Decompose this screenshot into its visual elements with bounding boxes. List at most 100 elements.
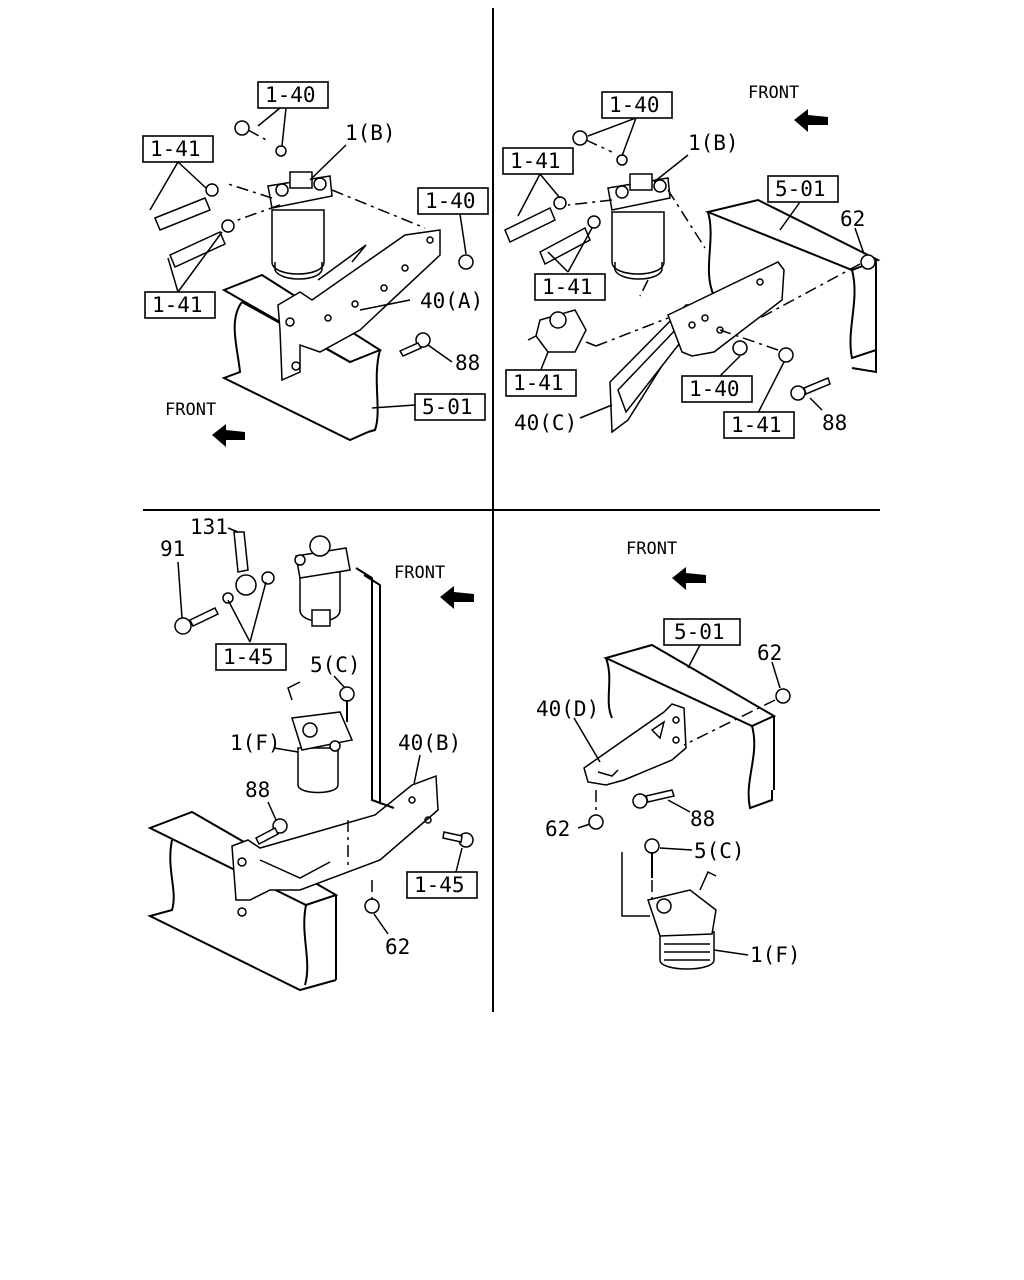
front-arrow-icon: [794, 109, 828, 132]
callout-5-01: 5-01: [674, 620, 725, 644]
bolt-88: [790, 376, 831, 401]
bracket-40d: [583, 703, 687, 786]
fuel-filter-1b: [224, 171, 426, 280]
hose-clamp-lower: [221, 219, 235, 233]
fuel-filter-upper: [294, 535, 351, 627]
callout-1-41-mid: 1-41: [542, 275, 593, 299]
fuel-filter-1b: [567, 173, 706, 297]
callout-1-41-bottom: 1-41: [152, 293, 203, 317]
callout-box-1-40-top: [257, 81, 329, 109]
callout-box-1-41-bottom: [723, 411, 795, 439]
callout-box-1-41-top: [502, 147, 574, 175]
label-screw-5c: 5(C): [310, 653, 361, 677]
callout-1-40-bottom: 1-40: [689, 377, 740, 401]
label-filter-1b: 1(B): [345, 121, 396, 145]
hose-lower: [169, 230, 226, 269]
callout-1-41-top: 1-41: [510, 149, 561, 173]
callout-1-40-top: 1-40: [265, 83, 316, 107]
label-nut-62-top: 62: [757, 641, 782, 665]
callout-1-41-bottom: 1-41: [731, 413, 782, 437]
callout-box-1-41-top: [142, 135, 214, 163]
banjo-hose-131: [222, 531, 275, 604]
label-bracket-40b: 40(B): [398, 731, 461, 755]
screw-5c: [644, 838, 660, 878]
quadrant-bottom-right: 5-01 62 40(D) 88 62 5(C) 1(F) FRONT: [536, 539, 801, 970]
label-nut-62: 62: [840, 207, 865, 231]
label-filter-1f: 1(F): [230, 731, 281, 755]
label-bracket-40a: 40(A): [420, 289, 483, 313]
label-eyebolt-91: 91: [160, 537, 185, 561]
label-bracket-40d: 40(D): [536, 697, 599, 721]
front-label: FRONT: [748, 83, 799, 103]
label-bolt-88: 88: [690, 807, 715, 831]
label-hose-131: 131: [190, 515, 228, 539]
front-label: FRONT: [626, 539, 677, 559]
label-bolt-88: 88: [822, 411, 847, 435]
fuel-filter-1f: [287, 681, 354, 794]
frame-rail: [704, 198, 881, 374]
label-filter-1f: 1(F): [750, 943, 801, 967]
hose-upper: [154, 197, 211, 231]
bolt-88: [632, 789, 675, 809]
callout-box-1-45-top: [215, 643, 287, 671]
bolt-88: [255, 818, 288, 846]
callout-1-45-right: 1-45: [414, 873, 465, 897]
bracket-40c: [609, 261, 785, 434]
callout-5-01: 5-01: [422, 395, 473, 419]
callout-box-1-45-right: [406, 871, 478, 899]
label-nut-62: 62: [385, 935, 410, 959]
callout-1-40-top: 1-40: [609, 93, 660, 117]
front-arrow-icon: [440, 586, 474, 609]
clamp-1-41: [553, 196, 601, 229]
bolt-1-41: [719, 329, 794, 363]
label-bracket-40c: 40(C): [514, 411, 577, 435]
bolt-1-45: [442, 831, 474, 848]
callout-box-1-40-top: [601, 91, 673, 119]
eyebolt-91: [174, 607, 220, 635]
quadrant-top-left: 1-40 1-41 1-40 1-41 5-01 1(B) 40(A) 88 F…: [142, 81, 489, 447]
fuel-filter-1f: [647, 870, 717, 970]
callout-5-01: 5-01: [775, 177, 826, 201]
callout-box-5-01: [663, 618, 741, 646]
label-bolt-88: 88: [245, 778, 270, 802]
hose-clamp-upper: [205, 183, 219, 197]
callout-1-41-left: 1-41: [513, 371, 564, 395]
hose-upper: [504, 206, 556, 244]
callout-box-5-01: [767, 175, 839, 203]
frame-rail: [603, 643, 777, 810]
front-arrow-icon: [212, 424, 245, 447]
callout-box-1-40-right: [417, 187, 489, 215]
nut-62-top: [683, 688, 791, 746]
bracket-40a: [277, 229, 441, 382]
label-filter-1b: 1(B): [688, 131, 739, 155]
priming-pump: [527, 309, 669, 353]
nut-62: [364, 898, 380, 914]
nut-1-40-right: [458, 254, 474, 270]
label-screw-5c: 5(C): [694, 839, 745, 863]
callout-box-1-41-left: [505, 369, 577, 397]
callout-box-5-01: [414, 393, 486, 421]
screw-5c: [339, 686, 355, 722]
bracket-40b: [231, 567, 439, 917]
bolt-1-40-top: [572, 130, 628, 166]
nut-62: [759, 254, 876, 319]
quadrant-bottom-left: 1-45 1-45 91 131 5(C) 1(F) 40(B) 88 62 F…: [147, 515, 478, 992]
hose-lower: [539, 226, 591, 266]
bolt-1-40-top: [234, 120, 287, 157]
callout-box-1-40-bottom: [681, 375, 753, 403]
callout-1-40-right: 1-40: [425, 189, 476, 213]
label-bolt-88: 88: [455, 351, 480, 375]
callout-1-45-top: 1-45: [223, 645, 274, 669]
nut-62-bottom: [588, 790, 604, 830]
front-label: FRONT: [165, 400, 216, 420]
callout-box-1-41-bottom: [144, 291, 216, 319]
bolt-88: [398, 332, 431, 357]
nut-1-40: [732, 340, 748, 356]
label-nut-62-bottom: 62: [545, 817, 570, 841]
front-arrow-icon: [672, 567, 706, 590]
callout-box-1-41-mid: [534, 273, 606, 301]
callout-1-41-top: 1-41: [150, 137, 201, 161]
front-label: FRONT: [394, 563, 445, 583]
quadrant-top-right: 1-40 1-41 5-01 1-41 1-41 1-40 1-41 1(B) …: [502, 83, 881, 439]
